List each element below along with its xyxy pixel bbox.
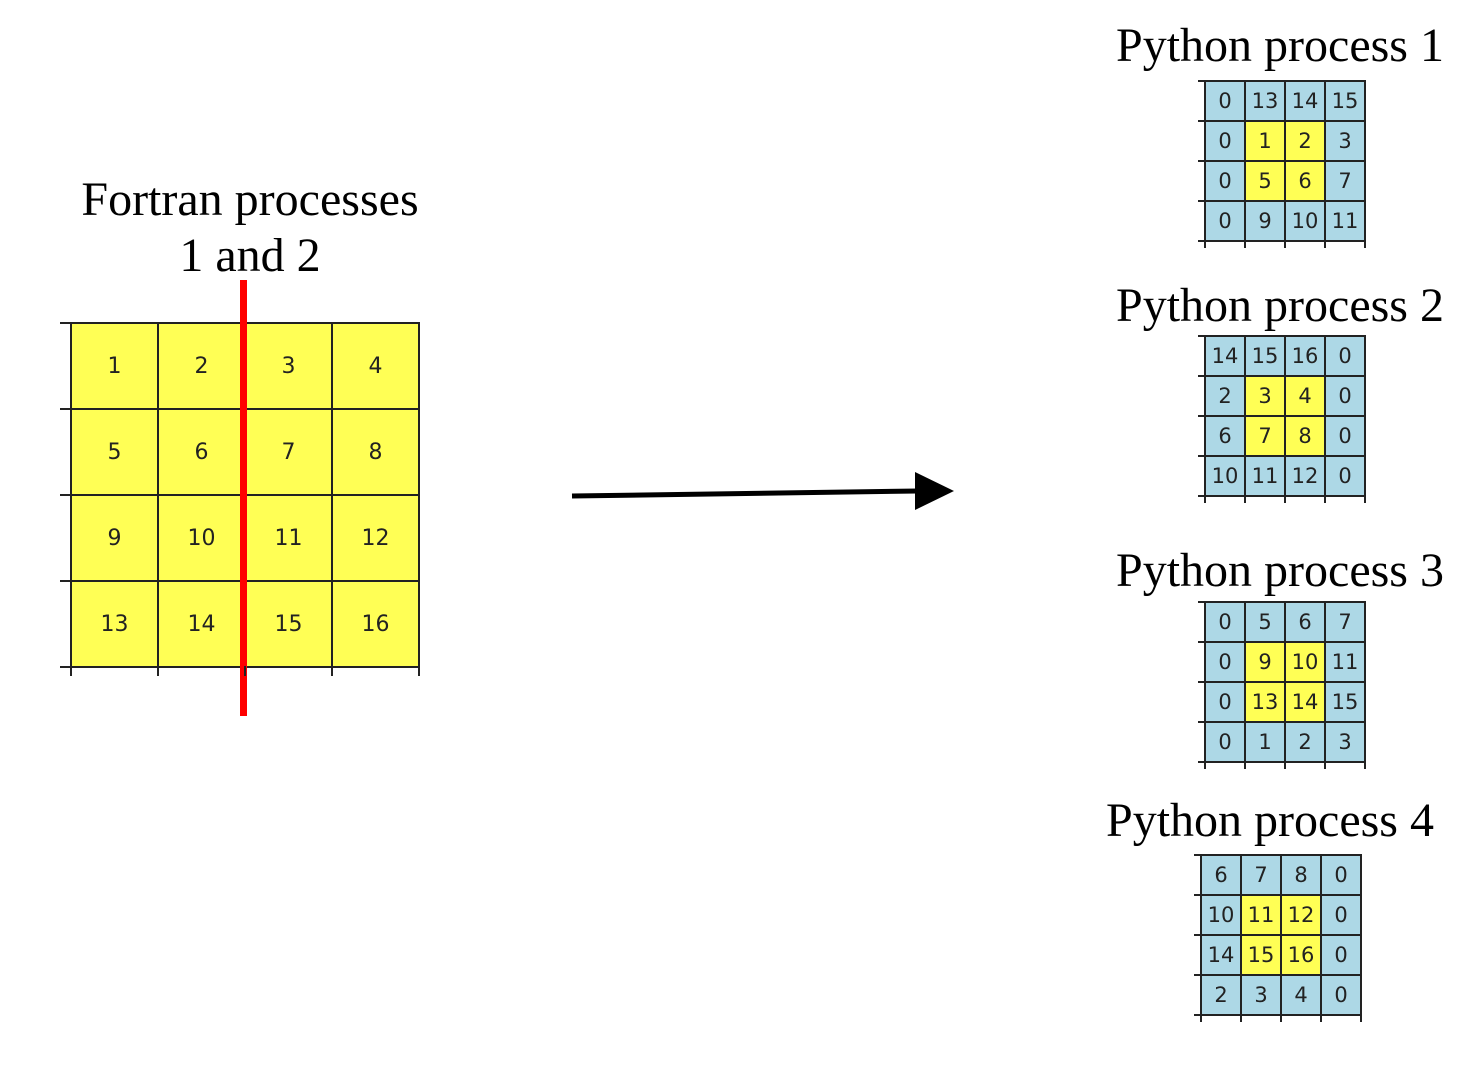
halo-cell: 6 (1284, 601, 1324, 641)
halo-cell: 10 (1200, 894, 1240, 934)
halo-cell: 3 (1240, 974, 1280, 1014)
fortran-cell: 1 (70, 322, 157, 408)
fortran-cell: 14 (157, 580, 244, 666)
local-cell: 7 (1244, 415, 1284, 455)
halo-cell: 6 (1204, 415, 1244, 455)
halo-cell: 11 (1324, 200, 1364, 240)
local-cell: 4 (1284, 375, 1324, 415)
halo-cell: 0 (1204, 160, 1244, 200)
halo-cell: 8 (1280, 854, 1320, 894)
halo-cell: 14 (1284, 80, 1324, 120)
local-cell: 8 (1284, 415, 1324, 455)
python-grid-ticks (1198, 335, 1366, 503)
local-cell: 3 (1244, 375, 1284, 415)
python-process-title: Python process 4 (1106, 794, 1434, 847)
local-cell: 6 (1284, 160, 1324, 200)
halo-cell: 14 (1200, 934, 1240, 974)
halo-cell: 0 (1324, 415, 1364, 455)
halo-cell: 7 (1324, 601, 1364, 641)
halo-cell: 0 (1324, 335, 1364, 375)
halo-cell: 13 (1244, 80, 1284, 120)
halo-cell: 10 (1284, 200, 1324, 240)
halo-cell: 7 (1324, 160, 1364, 200)
halo-cell: 4 (1280, 974, 1320, 1014)
fortran-cell: 5 (70, 408, 157, 494)
local-cell: 1 (1244, 120, 1284, 160)
local-cell: 5 (1244, 160, 1284, 200)
fortran-cell: 10 (157, 494, 244, 580)
halo-cell: 15 (1324, 681, 1364, 721)
halo-cell: 5 (1244, 601, 1284, 641)
halo-cell: 0 (1204, 200, 1244, 240)
python-grid-ticks (1198, 601, 1366, 769)
python-grid-ticks (1198, 80, 1366, 248)
halo-cell: 11 (1324, 641, 1364, 681)
halo-cell: 14 (1204, 335, 1244, 375)
fortran-cell: 13 (70, 580, 157, 666)
halo-cell: 15 (1244, 335, 1284, 375)
fortran-cell: 8 (331, 408, 418, 494)
halo-cell: 0 (1204, 80, 1244, 120)
local-cell: 13 (1244, 681, 1284, 721)
halo-cell: 0 (1204, 120, 1244, 160)
local-cell: 12 (1280, 894, 1320, 934)
halo-cell: 7 (1240, 854, 1280, 894)
halo-cell: 3 (1324, 721, 1364, 761)
halo-cell: 0 (1324, 375, 1364, 415)
halo-cell: 3 (1324, 120, 1364, 160)
python-process-title: Python process 3 (1116, 544, 1444, 597)
fortran-title-line2: 1 and 2 (179, 229, 321, 282)
domain-split-line (240, 280, 247, 716)
local-cell: 10 (1284, 641, 1324, 681)
halo-cell: 0 (1320, 854, 1360, 894)
halo-cell: 2 (1200, 974, 1240, 1014)
halo-cell: 9 (1244, 200, 1284, 240)
local-cell: 16 (1280, 934, 1320, 974)
halo-cell: 2 (1204, 375, 1244, 415)
halo-cell: 0 (1204, 641, 1244, 681)
fortran-cell: 4 (331, 322, 418, 408)
halo-cell: 1 (1244, 721, 1284, 761)
halo-cell: 0 (1320, 894, 1360, 934)
halo-cell: 0 (1204, 601, 1244, 641)
halo-cell: 10 (1204, 455, 1244, 495)
halo-cell: 0 (1320, 934, 1360, 974)
python-process-title: Python process 1 (1116, 19, 1444, 72)
halo-cell: 11 (1244, 455, 1284, 495)
local-cell: 2 (1284, 120, 1324, 160)
halo-cell: 0 (1324, 455, 1364, 495)
arrow-shaft (571, 488, 919, 499)
local-cell: 11 (1240, 894, 1280, 934)
fortran-grid-ticks (60, 322, 420, 676)
halo-cell: 0 (1204, 681, 1244, 721)
fortran-cell: 12 (331, 494, 418, 580)
python-process-title: Python process 2 (1116, 279, 1444, 332)
fortran-cell: 2 (157, 322, 244, 408)
local-cell: 14 (1284, 681, 1324, 721)
fortran-title: Fortran processes 1 and 2 (50, 172, 450, 284)
fortran-title-line1: Fortran processes (81, 173, 419, 226)
local-cell: 9 (1244, 641, 1284, 681)
halo-cell: 6 (1200, 854, 1240, 894)
fortran-cell: 6 (157, 408, 244, 494)
fortran-cell: 15 (244, 580, 331, 666)
halo-cell: 2 (1284, 721, 1324, 761)
local-cell: 15 (1240, 934, 1280, 974)
halo-cell: 16 (1284, 335, 1324, 375)
halo-cell: 15 (1324, 80, 1364, 120)
python-grid-ticks (1194, 854, 1362, 1022)
fortran-cell: 9 (70, 494, 157, 580)
halo-cell: 12 (1284, 455, 1324, 495)
halo-cell: 0 (1204, 721, 1244, 761)
fortran-cell: 3 (244, 322, 331, 408)
halo-cell: 0 (1320, 974, 1360, 1014)
fortran-cell: 16 (331, 580, 418, 666)
arrow-head (915, 472, 954, 510)
